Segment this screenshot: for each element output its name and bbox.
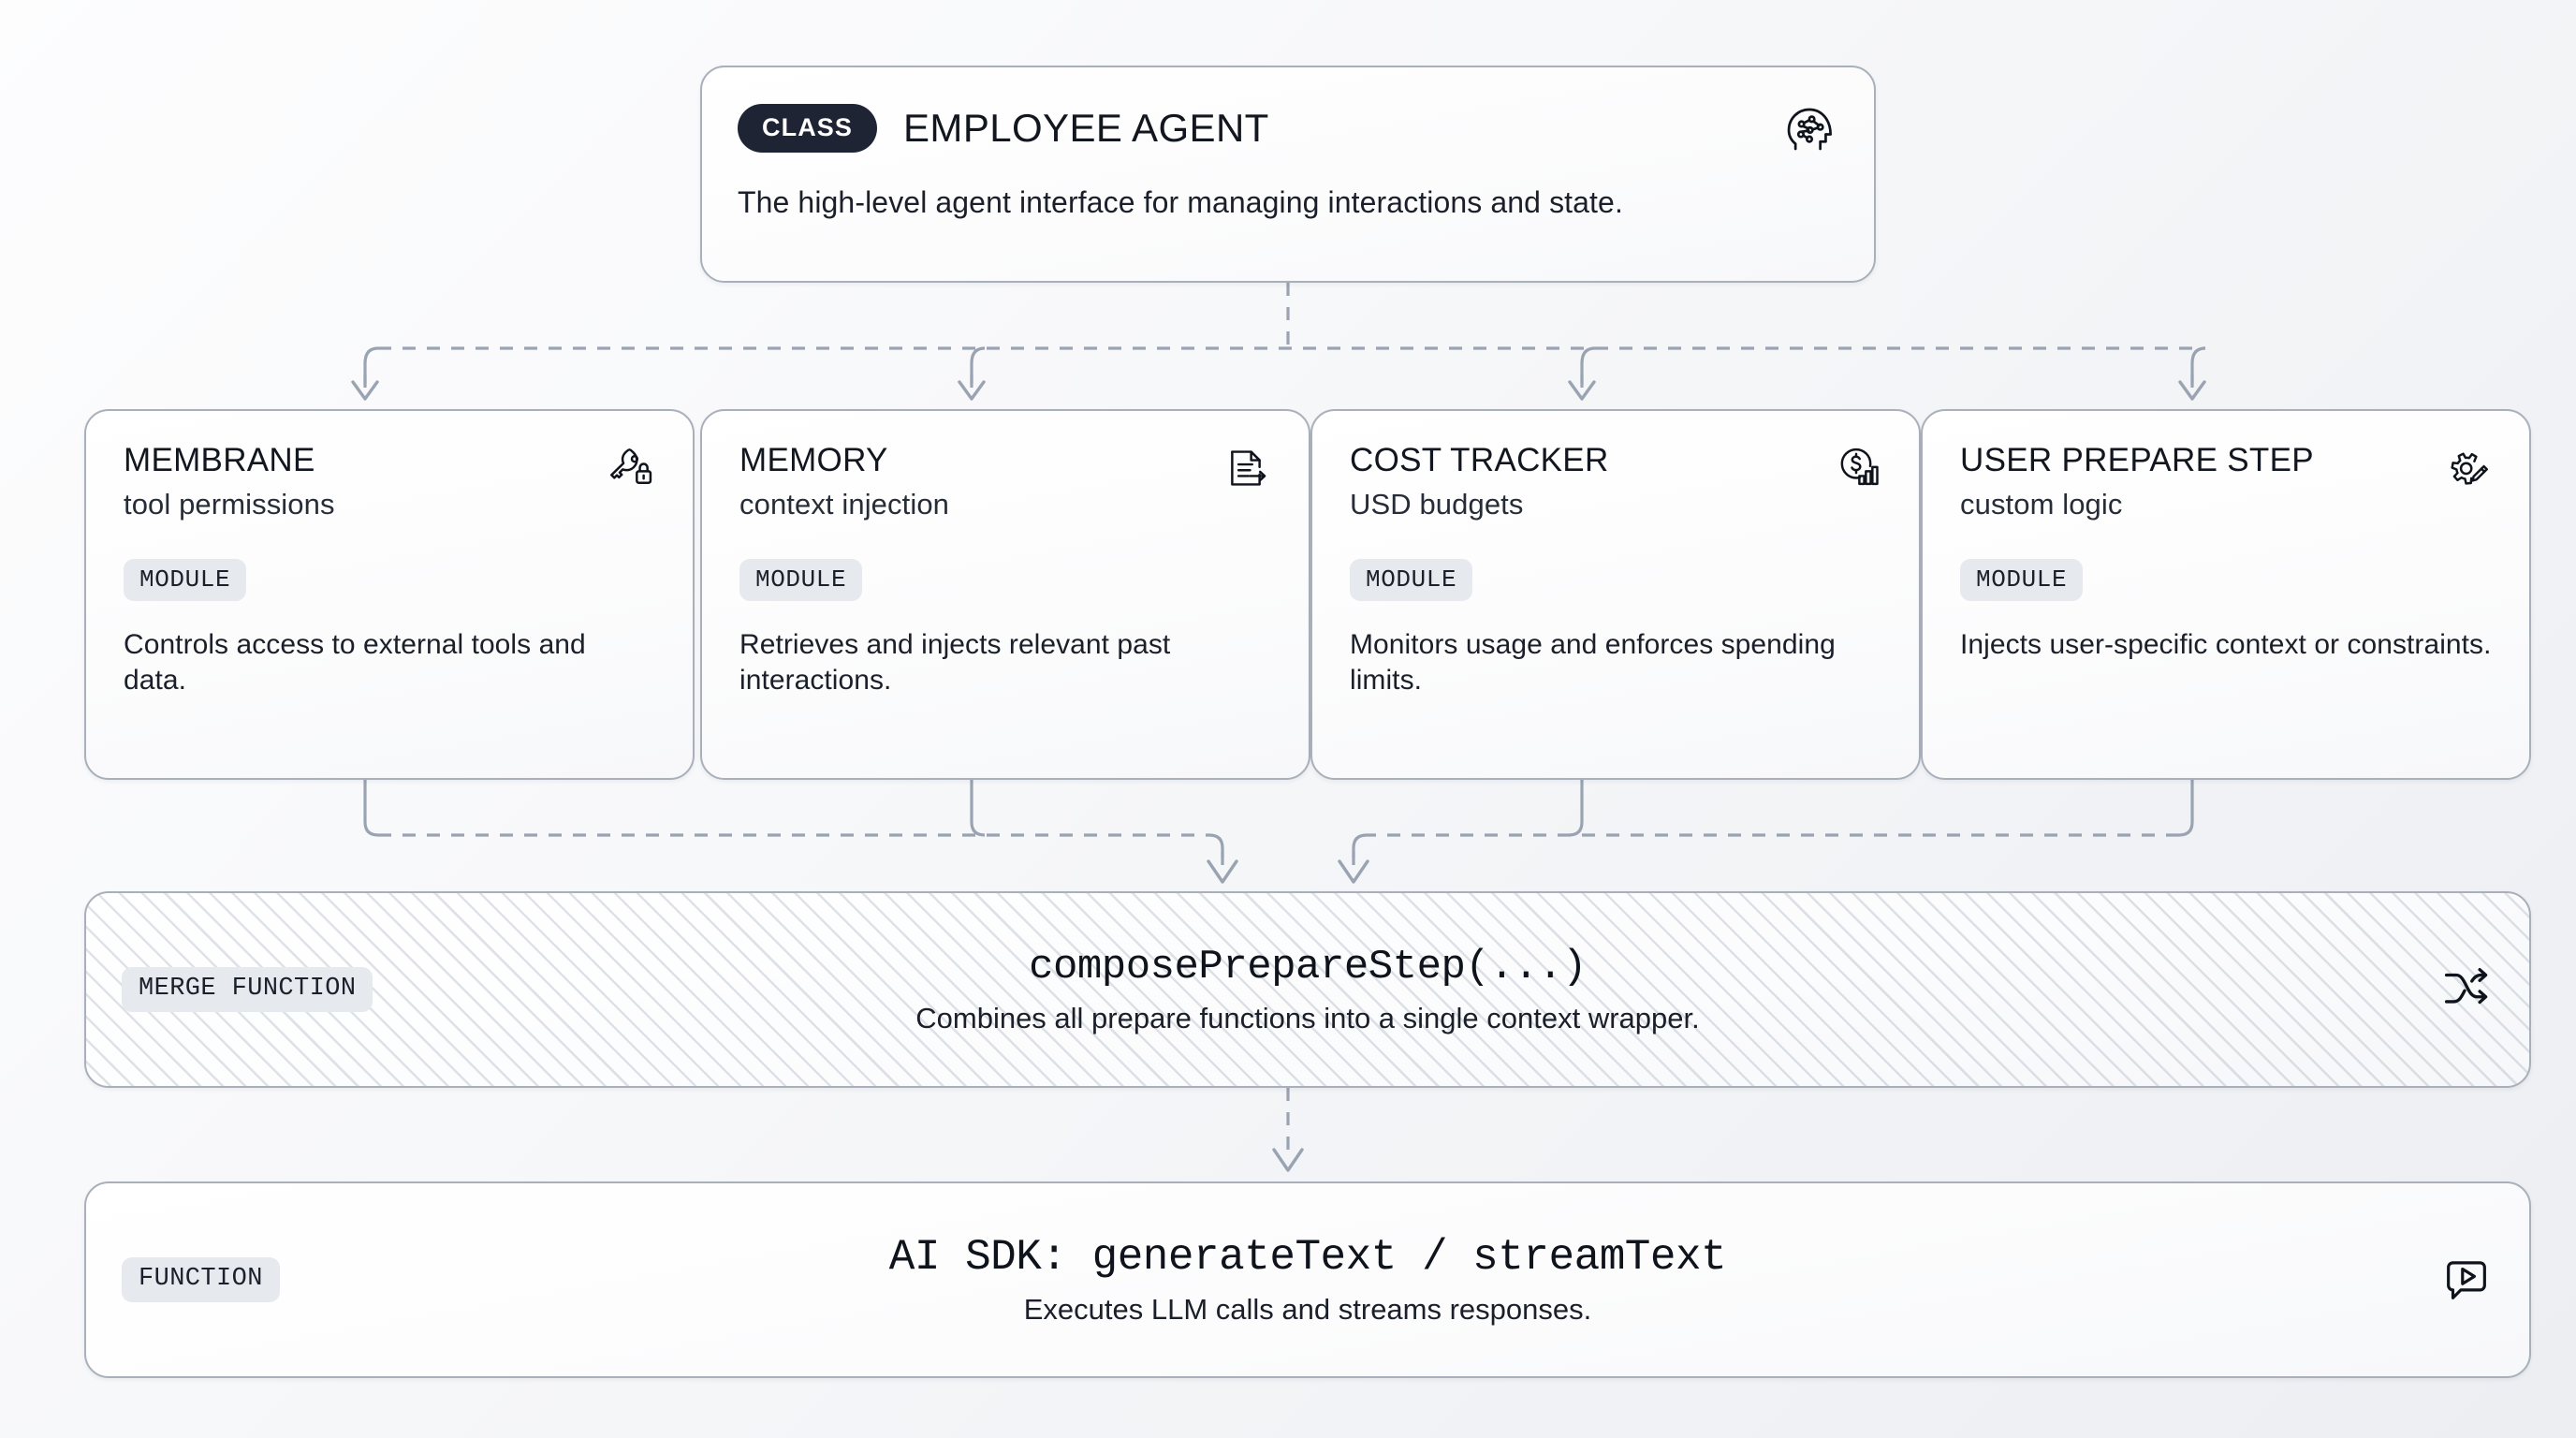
class-description: The high-level agent interface for manag… xyxy=(738,185,1623,219)
gear-pencil-icon xyxy=(2441,443,2492,493)
function-card-inner: FUNCTION AI SDK: generateText / streamTe… xyxy=(86,1183,2529,1376)
module-badge: MODULE xyxy=(1960,558,2084,601)
module-title: USER PREPARE STEP xyxy=(1960,442,2314,478)
class-badge: CLASS xyxy=(738,104,878,153)
wire-drop-2-elbow xyxy=(1580,346,1596,384)
module-badge: MODULE xyxy=(124,558,247,601)
merge-title: composePrepareStep(...) xyxy=(1029,944,1587,990)
arrowhead-module-3 xyxy=(2178,380,2206,401)
module-subtitle: context injection xyxy=(739,487,949,521)
arrowhead-module-0 xyxy=(351,380,379,401)
wire-merge-elbow-right xyxy=(1352,833,1368,858)
module-badge: MODULE xyxy=(1350,558,1473,601)
module-subtitle: custom logic xyxy=(1960,487,2123,521)
document-arrow-icon xyxy=(1221,443,1271,493)
arrowhead-module-2 xyxy=(1568,380,1596,401)
module-description: Controls access to external tools and da… xyxy=(124,628,586,697)
module-title: MEMBRANE xyxy=(124,442,315,478)
wire-riser-0 xyxy=(363,780,379,837)
module-card-cost-tracker[interactable]: COST TRACKER USD budgets MODULE xyxy=(1310,409,1921,780)
function-description: Executes LLM calls and streams responses… xyxy=(1023,1293,1592,1326)
wire-merge-elbow-left xyxy=(1208,833,1224,858)
brain-head-icon xyxy=(1780,99,1838,157)
module-card-header: USER PREPARE STEP custom logic xyxy=(1960,443,2492,521)
arrowhead-module-1 xyxy=(958,380,986,401)
wire-riser-2 xyxy=(1568,780,1584,837)
module-card-header: MEMBRANE tool permissions xyxy=(124,443,655,521)
module-description: Injects user-specific context or constra… xyxy=(1960,628,2492,660)
function-card[interactable]: FUNCTION AI SDK: generateText / streamTe… xyxy=(84,1181,2531,1378)
module-subtitle: USD budgets xyxy=(1350,487,1524,521)
module-card-membrane[interactable]: MEMBRANE tool permissions MODULE Control… xyxy=(84,409,695,780)
module-title: COST TRACKER xyxy=(1350,442,1609,478)
merge-band-inner: MERGE FUNCTION composePrepareStep(...) C… xyxy=(86,893,2529,1086)
module-description: Monitors usage and enforces spending lim… xyxy=(1350,628,1836,697)
module-badge: MODULE xyxy=(739,558,863,601)
class-card[interactable]: CLASS EMPLOYEE AGENT xyxy=(700,66,1876,283)
merge-badge: MERGE FUNCTION xyxy=(122,967,373,1012)
wire-riser-3 xyxy=(2178,780,2194,837)
dollar-chart-icon xyxy=(1831,443,1881,493)
wire-drop-0-elbow xyxy=(363,346,379,384)
module-card-header: MEMORY context injection xyxy=(739,443,1271,521)
function-card-content: AI SDK: generateText / streamText Execut… xyxy=(86,1233,2529,1327)
module-title: MEMORY xyxy=(739,442,888,478)
module-subtitle: tool permissions xyxy=(124,487,335,521)
merge-description: Combines all prepare functions into a si… xyxy=(915,1002,1700,1034)
module-card-memory[interactable]: MEMORY context injection xyxy=(700,409,1310,780)
wire-riser-1 xyxy=(970,780,986,837)
class-card-header: CLASS EMPLOYEE AGENT xyxy=(738,94,1838,163)
module-card-header: COST TRACKER USD budgets xyxy=(1350,443,1881,521)
class-title: EMPLOYEE AGENT xyxy=(903,106,1269,150)
arrowhead-function xyxy=(1272,1148,1304,1172)
module-card-user-prepare-step[interactable]: USER PREPARE STEP custom logic MODULE In… xyxy=(1921,409,2531,780)
merge-band-content: composePrepareStep(...) Combines all pre… xyxy=(86,944,2529,1035)
module-description: Retrieves and injects relevant past inte… xyxy=(739,628,1171,697)
shuffle-icon xyxy=(2436,961,2494,1019)
chat-play-icon xyxy=(2439,1253,2494,1307)
wire-drop-3-elbow xyxy=(2190,346,2206,384)
function-title: AI SDK: generateText / streamText xyxy=(888,1233,1727,1282)
key-lock-icon xyxy=(605,443,655,493)
wire-drop-1-elbow xyxy=(970,346,986,384)
arrowhead-merge-left xyxy=(1207,859,1238,884)
merge-function-band[interactable]: MERGE FUNCTION composePrepareStep(...) C… xyxy=(84,891,2531,1088)
arrowhead-merge-right xyxy=(1338,859,1369,884)
function-badge: FUNCTION xyxy=(122,1257,280,1302)
